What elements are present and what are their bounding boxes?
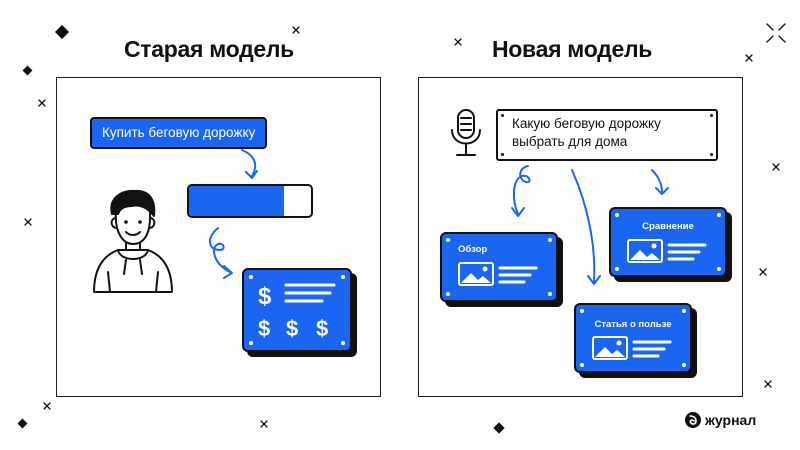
benefit-article-card[interactable]: Статья о пользе <box>574 303 692 373</box>
compare-card[interactable]: Сравнение <box>609 207 727 277</box>
svg-text:$: $ <box>258 316 270 341</box>
old-model-title: Старая модель <box>124 36 295 62</box>
svg-text:$: $ <box>286 316 298 341</box>
progress-bar <box>187 184 313 218</box>
new-model-title: Новая модель <box>492 36 653 62</box>
image-icon <box>592 336 672 360</box>
microphone-icon[interactable] <box>448 108 484 158</box>
payment-card: $ $ $ $ <box>242 268 352 352</box>
brand-name[interactable]: журнал <box>705 412 757 428</box>
review-card[interactable]: Обзор <box>440 232 558 302</box>
curved-arrow-icon <box>511 165 531 217</box>
progress-fill <box>189 186 285 216</box>
query-line-1: Какую беговую дорожку <box>512 116 661 131</box>
review-card-label: Обзор <box>458 244 488 255</box>
svg-text:$: $ <box>316 316 328 341</box>
brand-logo-icon <box>685 412 701 428</box>
benefit-card-label: Статья о пользе <box>594 319 672 330</box>
voice-query-box: Какую беговую дорожку выбрать для дома <box>496 109 718 161</box>
curved-arrow-icon <box>209 227 233 279</box>
person-icon <box>93 189 173 293</box>
curved-arrow-icon <box>241 149 258 179</box>
compare-card-label: Сравнение <box>642 221 694 232</box>
query-line-2: выбрать для дома <box>512 134 628 149</box>
image-icon <box>627 239 707 263</box>
curved-arrow-icon <box>651 169 669 195</box>
dollar-icons: $ $ $ $ <box>258 283 336 341</box>
buy-treadmill-button[interactable]: Купить беговую дорожку <box>90 117 268 149</box>
image-icon <box>458 262 538 286</box>
curved-arrow-icon <box>571 169 601 285</box>
svg-text:$: $ <box>258 283 272 310</box>
